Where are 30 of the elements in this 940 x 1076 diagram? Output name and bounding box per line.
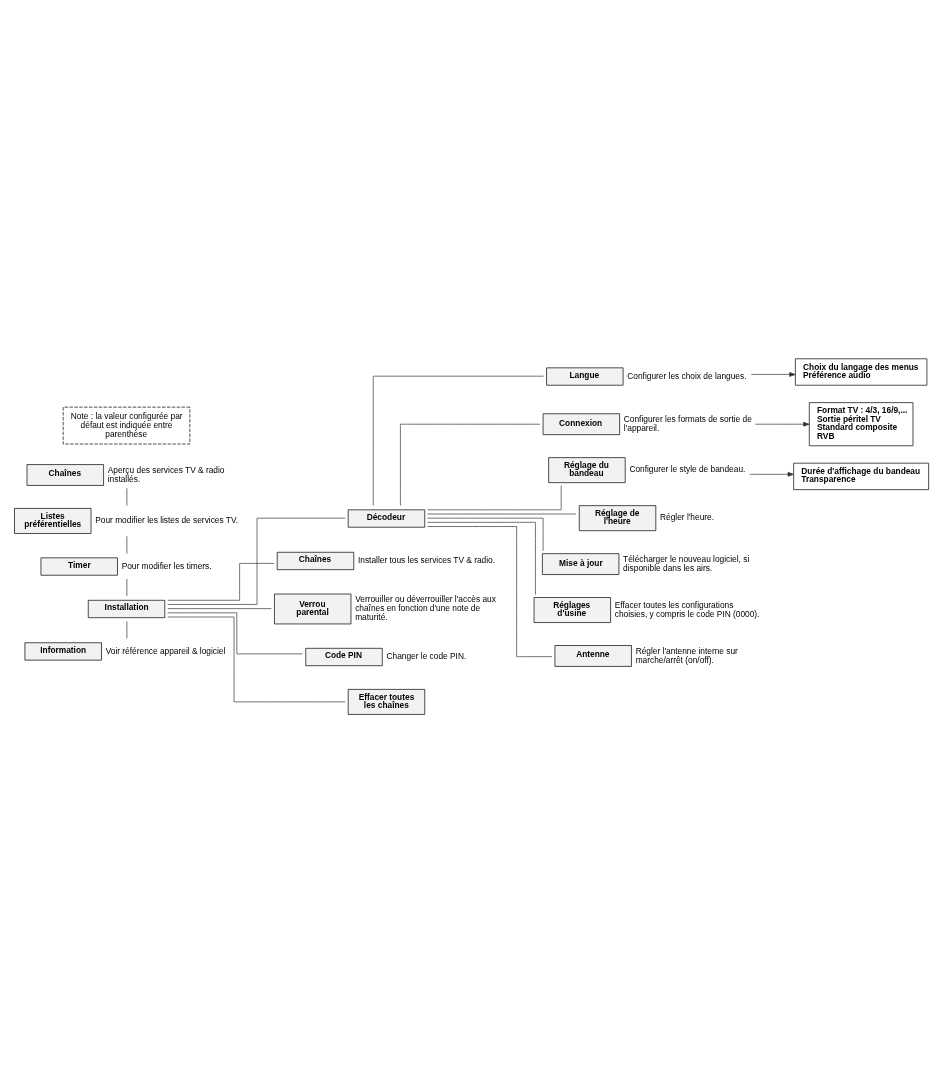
arrow [754, 421, 810, 427]
node-box: Choix du langage des menus Préférence audio [795, 358, 928, 386]
node-label: Configurer les formats de sortie de l'appareil. [623, 413, 752, 433]
node-label: Aperçu des services TV & radio installés. [107, 464, 225, 484]
connector [372, 375, 544, 506]
connector [167, 608, 272, 609]
node-label: Changer le code PIN. [386, 651, 467, 662]
node-label: Voir référence appareil & logiciel [105, 645, 226, 656]
connector [427, 526, 553, 657]
node-label: Installer tous les services TV & radio. [357, 555, 496, 566]
node-box: Note : la valeur configurée par défaut est indiquée entre parenthèse [62, 406, 191, 445]
connector [167, 517, 346, 605]
arrow [750, 372, 796, 377]
node-box: Format TV : 4/3, 16/9,... Sortie péritel TV Standard composite RVB [808, 402, 914, 447]
node-label: Télécharger le nouveau logiciel, si disponible dans les airs. [623, 553, 750, 573]
node-label: Effacer toutes les configurations choisies, y compris le code PIN (0000). [614, 599, 760, 619]
node-label: Régler l'heure. [660, 512, 715, 523]
connector [167, 563, 275, 601]
node-label: Pour modifier les timers. [121, 560, 212, 571]
connector [167, 616, 346, 703]
node-box: Durée d'affichage du bandeau Transparence [793, 462, 929, 490]
node-label: Pour modifier les listes de services TV. [95, 515, 239, 526]
node-label: Configurer le style de bandeau. [629, 464, 746, 475]
node-label: Configurer les choix de langues. [627, 370, 747, 381]
node-label: Régler l'antenne interne sur marche/arrêt (on/off). [635, 645, 738, 665]
connector [427, 517, 544, 552]
arrow [749, 472, 794, 477]
node-label: Verrouiller ou déverrouiller l'accès aux chaînes en fonction d'une note de maturité. [355, 594, 496, 623]
connector [400, 423, 541, 506]
connector [427, 522, 536, 595]
